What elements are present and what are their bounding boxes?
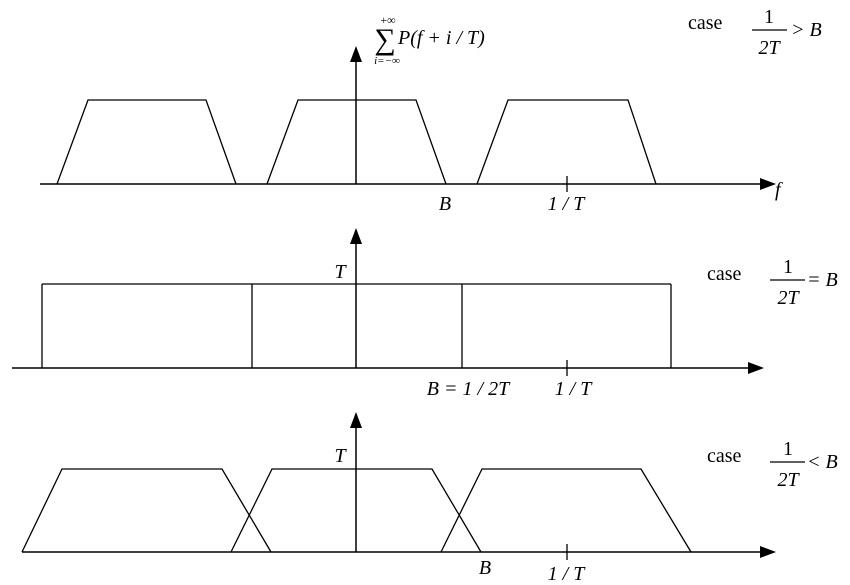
top-spectrum-left	[56, 99, 237, 185]
top-case-word: case	[688, 12, 723, 34]
middle-y-value: T	[334, 261, 347, 283]
top-case-den: 2T	[758, 37, 781, 59]
middle-label-1T: 1 / T	[555, 378, 594, 400]
top-case-num: 1	[764, 6, 774, 28]
middle-case-word: case	[707, 263, 742, 285]
bottom-y-value: T	[334, 445, 347, 467]
bottom-label-1T: 1 / T	[548, 563, 587, 585]
bottom-spectrum-center	[230, 468, 482, 553]
top-axis-var: f	[775, 179, 783, 201]
panel-middle: T B = 1 / 2T 1 / T case 1 2T = B	[12, 228, 838, 400]
panel-bottom: T B 1 / T case 1 2T < B	[21, 412, 838, 585]
top-f-axis-arrowhead	[760, 178, 776, 190]
bottom-spectrum-right	[440, 468, 692, 553]
bottom-f-axis-arrowhead	[760, 546, 776, 558]
bottom-y-axis-arrowhead	[350, 412, 362, 428]
bottom-case-den: 2T	[777, 469, 800, 491]
panel-top: +∞ ∑ i=−∞ P(f + i / T) f B 1 / T case 1 …	[40, 6, 822, 215]
top-spectrum-right	[476, 99, 657, 185]
top-sum-symbol: ∑	[374, 23, 395, 56]
top-label-B: B	[439, 193, 451, 215]
middle-case-den: 2T	[777, 287, 800, 309]
bottom-case-num: 1	[783, 438, 793, 460]
middle-f-axis-arrowhead	[748, 362, 764, 374]
top-y-axis-arrowhead	[350, 46, 362, 62]
top-case-rel: > B	[791, 19, 822, 41]
bottom-case-word: case	[707, 445, 742, 467]
middle-case-rel: = B	[807, 269, 838, 291]
top-sum-lower: i=−∞	[374, 55, 400, 67]
bottom-spectrum-left	[21, 468, 272, 553]
middle-y-axis-arrowhead	[350, 228, 362, 244]
bottom-case-rel: < B	[807, 451, 838, 473]
middle-case-num: 1	[783, 256, 793, 278]
middle-label-B: B = 1 / 2T	[427, 378, 511, 400]
top-sum-upper: +∞	[380, 13, 395, 27]
top-spectrum-center	[266, 99, 447, 185]
top-y-label: P(f + i / T)	[397, 27, 485, 49]
top-label-1T: 1 / T	[548, 193, 587, 215]
bottom-label-B: B	[479, 557, 491, 579]
